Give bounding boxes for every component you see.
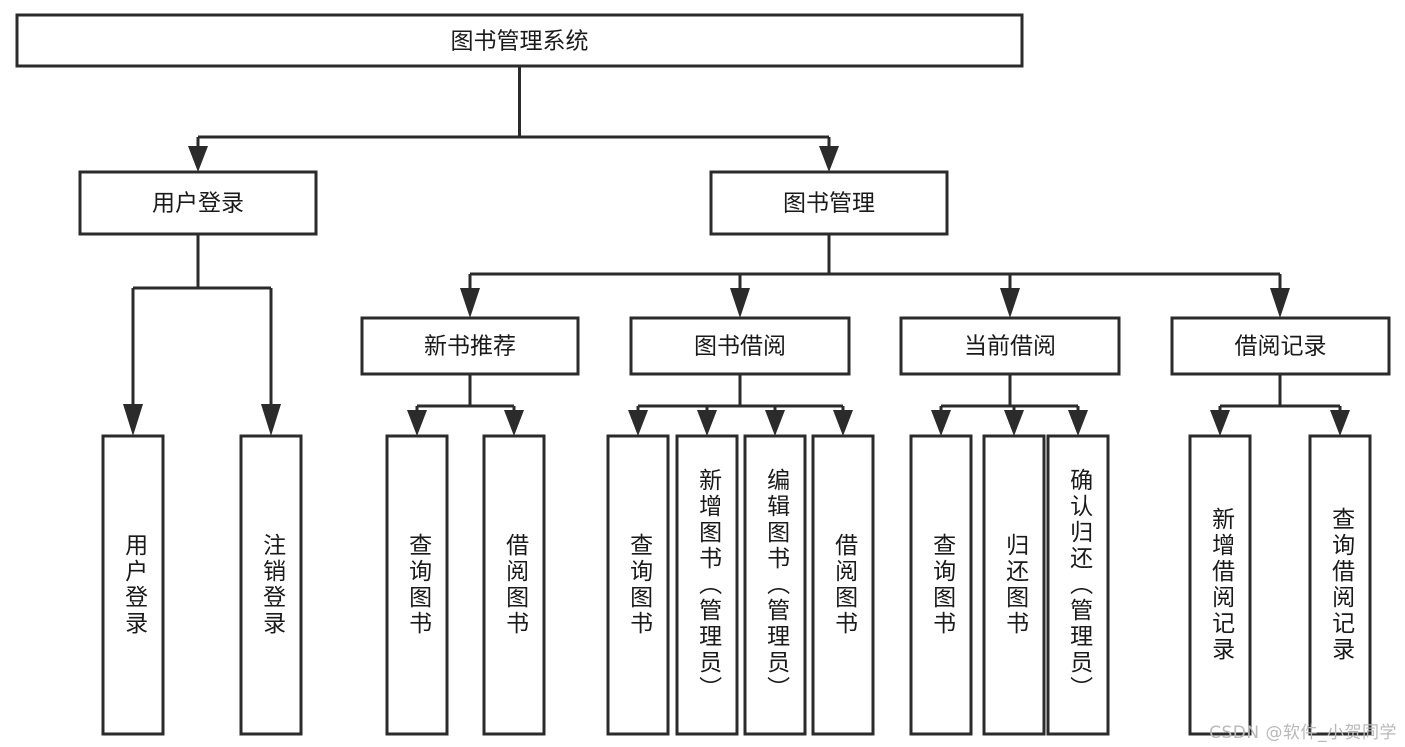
leaf-rect-borrow-book-b[interactable] [811,434,875,736]
leaf-rect-query-book-a[interactable] [385,434,449,736]
node-new-book-recommend-rect[interactable] [360,316,580,376]
leaf-rect-confirm-return[interactable] [1046,434,1110,736]
leaf-rect-add-book[interactable] [675,434,739,736]
leaf-rect-return-book[interactable] [982,434,1046,736]
leaf-rect-borrow-book-a[interactable] [482,434,546,736]
node-book-management-rect[interactable] [709,170,949,236]
arrow-to-leaf-query-book-a [407,410,427,436]
arrow-to-leaf-borrow-book-b [833,410,853,436]
node-new-book-recommend[interactable]: 新书推荐 [360,316,580,376]
node-book-management[interactable]: 图书管理 [709,170,949,236]
arrow-to-new-book-rec [460,288,480,318]
node-root-rect[interactable] [15,13,1024,68]
arrow-to-leaf-query-book-c [931,410,951,436]
arrow-to-borrow-record [1270,288,1290,318]
node-current-borrow-rect[interactable] [899,316,1121,376]
node-user-login[interactable]: 用户登录 [78,170,318,236]
leaf-rect-layer [101,434,1372,736]
node-borrow-record-label: 借阅记录 [1235,334,1327,360]
arrow-to-leaf-confirm-return [1068,410,1088,436]
leaf-rect-query-book-b[interactable] [606,434,670,736]
arrow-to-book-mgmt [819,146,839,172]
arrow-to-leaf-return-book [1004,410,1024,436]
node-book-borrow-label: 图书借阅 [694,334,786,360]
leaf-rect-query-record[interactable] [1308,434,1372,736]
leaf-rect-user-login[interactable] [101,434,165,736]
arrow-to-book-borrow [730,288,750,318]
node-book-management-label: 图书管理 [783,191,875,217]
leaf-rect-edit-book[interactable] [743,434,807,736]
connector-layer [123,66,1350,436]
node-book-borrow-rect[interactable] [629,316,851,376]
arrow-to-leaf-query-record [1330,410,1350,436]
node-book-borrow[interactable]: 图书借阅 [629,316,851,376]
leaf-rect-logout[interactable] [239,434,303,736]
arrow-to-leaf-borrow-book-a [504,410,524,436]
arrow-to-current-borrow [1000,288,1020,318]
node-user-login-label: 用户登录 [152,191,244,217]
leaf-rect-query-book-c[interactable] [909,434,973,736]
node-borrow-record[interactable]: 借阅记录 [1170,316,1391,376]
watermark-text: CSDN @软件_小贺同学 [1209,723,1397,743]
arrow-to-leaf-user-login [123,404,143,436]
node-user-login-rect[interactable] [78,170,318,236]
node-root[interactable]: 图书管理系统 [15,13,1024,68]
node-current-borrow[interactable]: 当前借阅 [899,316,1121,376]
node-borrow-record-rect[interactable] [1170,316,1391,376]
arrow-to-leaf-query-book-b [628,410,648,436]
arrow-to-leaf-add-book [697,410,717,436]
node-root-label: 图书管理系统 [451,29,589,55]
node-current-borrow-label: 当前借阅 [964,334,1056,360]
arrow-to-leaf-add-record [1210,410,1230,436]
arrow-to-leaf-edit-book [765,410,785,436]
leaf-rect-add-record[interactable] [1188,434,1252,736]
arrow-to-user-login [188,146,208,172]
arrow-to-leaf-logout [261,404,281,436]
node-new-book-recommend-label: 新书推荐 [424,334,516,360]
